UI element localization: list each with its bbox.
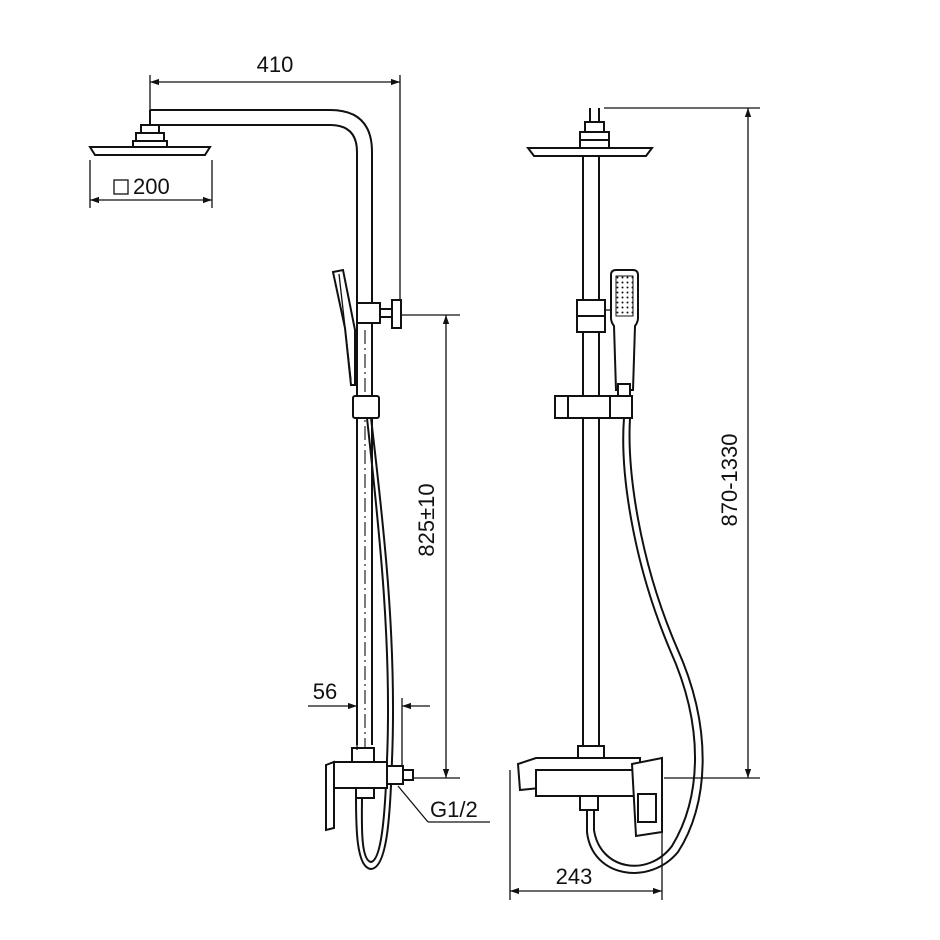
mixer-width-dimension: 243 bbox=[509, 770, 663, 900]
wall-offset-label: 56 bbox=[313, 679, 337, 704]
arm-reach-label: 410 bbox=[257, 52, 294, 77]
side-shower-head bbox=[88, 124, 212, 156]
head-size-label: 200 bbox=[133, 174, 170, 199]
front-view: 870-1330 243 bbox=[509, 107, 760, 900]
side-slider-holder bbox=[352, 395, 380, 419]
square-symbol-icon bbox=[113, 179, 129, 195]
spray-face bbox=[615, 275, 634, 317]
front-shower-head bbox=[526, 108, 654, 157]
bar-height-label: 825±10 bbox=[414, 483, 439, 556]
side-hand-shower bbox=[331, 268, 356, 386]
connection-callout: G1/2 bbox=[397, 785, 490, 823]
side-wall-bracket bbox=[356, 299, 402, 329]
wall-offset-dimension: 56 bbox=[308, 679, 430, 766]
side-mixer-lever bbox=[325, 760, 335, 832]
front-slider-holder bbox=[554, 395, 633, 419]
front-hose bbox=[593, 417, 696, 867]
front-hand-shower bbox=[606, 269, 639, 397]
arm-reach-dimension: 410 bbox=[149, 52, 401, 300]
front-mixer bbox=[516, 745, 663, 838]
connection-label: G1/2 bbox=[430, 797, 478, 822]
mixer-width-label: 243 bbox=[556, 864, 593, 889]
side-view: 200 410 bbox=[88, 52, 490, 871]
front-riser bbox=[576, 156, 606, 755]
total-height-dimension: 870-1330 bbox=[604, 107, 760, 779]
head-size-dimension: 200 bbox=[89, 160, 213, 208]
total-height-label: 870-1330 bbox=[717, 434, 742, 527]
side-mixer bbox=[325, 747, 414, 832]
side-overhead-arm bbox=[150, 109, 373, 745]
bar-height-dimension: 825±10 bbox=[402, 314, 460, 779]
